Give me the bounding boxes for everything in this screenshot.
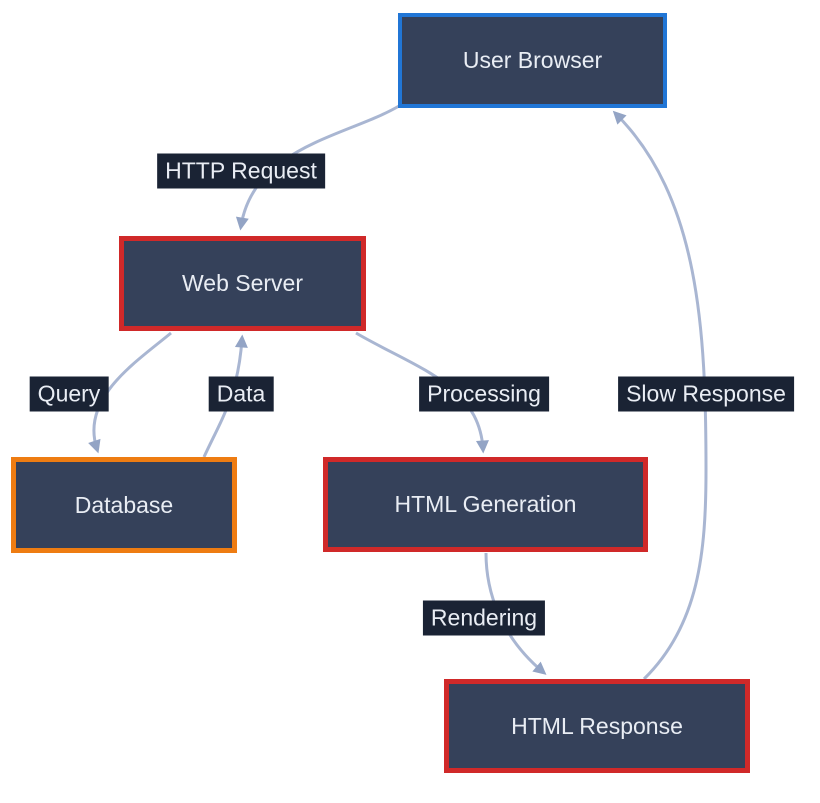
node-web-server: Web Server (119, 236, 366, 331)
node-user-browser-label: User Browser (462, 47, 603, 73)
edge-http-request (235, 104, 400, 231)
node-database: Database (11, 457, 237, 553)
node-web-server-label: Web Server (181, 270, 303, 296)
node-user-browser: User Browser (398, 13, 667, 108)
node-html-generation: HTML Generation (323, 457, 648, 552)
edge-label-query: Query (29, 376, 109, 412)
node-database-label: Database (74, 491, 174, 518)
edge-label-http-request: HTTP Request (157, 153, 325, 189)
edge-slow-response (612, 110, 708, 681)
edge-label-data: Data (208, 376, 274, 412)
edge-label-slow-response: Slow Response (618, 376, 794, 412)
edge-query (88, 331, 172, 454)
node-html-response: HTML Response (444, 679, 750, 773)
node-html-generation-label: HTML Generation (394, 491, 577, 517)
node-html-response-label: HTML Response (511, 712, 683, 739)
edge-label-rendering: Rendering (422, 600, 546, 636)
edge-label-processing: Processing (419, 376, 549, 412)
